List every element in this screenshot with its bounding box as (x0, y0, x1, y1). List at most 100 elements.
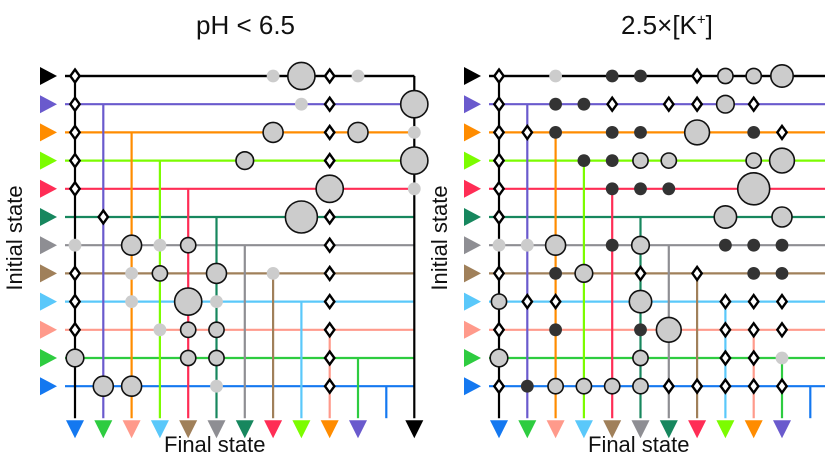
transition-diamond (775, 321, 789, 339)
transition-diamond (68, 293, 82, 311)
transition-circle (235, 151, 255, 171)
initial-state-marker (464, 67, 481, 85)
final-state-marker (490, 420, 508, 439)
transition-circle (520, 379, 534, 393)
transition-diamond (719, 377, 732, 395)
transition-circle (407, 125, 421, 139)
initial-state-marker (40, 179, 57, 198)
final-state-marker (264, 420, 283, 439)
transition-circle (179, 236, 197, 254)
transition-circle (549, 267, 562, 280)
initial-state-marker (40, 208, 57, 226)
transition-circle (575, 377, 593, 395)
transition-circle (347, 121, 369, 144)
transition-diamond (492, 95, 506, 113)
transition-diamond (323, 123, 336, 141)
initial-state-marker (40, 67, 57, 85)
transition-circle (489, 348, 509, 368)
transition-diamond (492, 377, 506, 395)
initial-state-marker (464, 377, 481, 396)
transition-circle (603, 377, 621, 395)
final-state-marker (744, 420, 763, 439)
transition-circle (605, 182, 619, 196)
transition-circle (713, 205, 738, 230)
transition-circle (549, 125, 562, 139)
transition-circle (574, 263, 594, 284)
transition-circle (262, 121, 284, 144)
transition-diamond (97, 208, 110, 226)
transition-diamond (323, 95, 336, 113)
transition-circle (632, 152, 649, 169)
final-state-marker (292, 420, 311, 439)
transition-circle (399, 89, 429, 119)
transition-circle (120, 375, 143, 398)
transition-diamond (323, 321, 336, 339)
transition-circle (210, 379, 223, 393)
transition-diamond (68, 123, 82, 141)
initial-state-marker (464, 208, 481, 226)
transition-circle (549, 69, 562, 83)
transition-circle (747, 125, 761, 139)
transition-circle (549, 97, 562, 111)
initial-state-marker (464, 264, 481, 283)
transition-diamond (775, 123, 789, 141)
final-state-marker (659, 420, 678, 439)
initial-state-marker (40, 292, 57, 311)
transition-diamond (549, 293, 562, 311)
transition-circle (351, 69, 365, 83)
transition-circle (771, 206, 793, 228)
transition-circle (768, 147, 796, 174)
transition-circle (655, 316, 682, 343)
transition-circle (407, 182, 421, 196)
transition-diamond (323, 67, 336, 85)
final-state-marker (631, 420, 650, 439)
transition-diamond (690, 264, 704, 282)
transition-circle (634, 182, 647, 196)
initial-state-marker (464, 236, 481, 255)
transition-circle (125, 267, 138, 280)
x-axis-label-right: Final state (588, 432, 690, 457)
y-axis-label-left: Initial state (2, 185, 27, 291)
final-state-marker (179, 420, 198, 439)
initial-state-marker (464, 292, 481, 311)
transition-diamond (323, 152, 336, 170)
transition-circle (315, 174, 345, 204)
transition-circle (717, 67, 734, 85)
final-state-marker (603, 420, 622, 439)
transition-diamond (68, 152, 82, 170)
transition-circle (547, 377, 564, 395)
transition-circle (745, 152, 763, 169)
transition-circle (120, 234, 143, 256)
final-state-marker (405, 420, 424, 439)
initial-state-marker (40, 349, 57, 367)
panel-title-ph: pH < 6.5 (196, 10, 296, 40)
transition-circle (544, 234, 567, 256)
transition-diamond (690, 95, 704, 113)
final-state-marker (150, 420, 169, 439)
transition-circle (634, 125, 647, 139)
transition-circle (736, 172, 771, 206)
transition-circle (577, 154, 591, 168)
final-state-marker (773, 420, 791, 439)
transition-diamond (68, 180, 82, 198)
transition-circle (205, 262, 228, 285)
transition-diamond (606, 95, 619, 113)
transition-circle (775, 238, 789, 252)
transition-diamond (492, 208, 506, 226)
transition-diamond (68, 67, 82, 85)
transition-diamond (492, 264, 506, 282)
transition-diamond (662, 95, 675, 113)
transition-circle (630, 235, 651, 255)
transition-circle (153, 323, 167, 337)
transition-circle (153, 238, 167, 252)
transition-circle (492, 238, 506, 252)
transition-circle (266, 267, 280, 280)
transition-diamond (747, 293, 760, 311)
transition-diamond (323, 293, 336, 311)
transition-circle (775, 351, 789, 365)
transition-diamond (68, 95, 82, 113)
final-state-marker (716, 420, 735, 439)
